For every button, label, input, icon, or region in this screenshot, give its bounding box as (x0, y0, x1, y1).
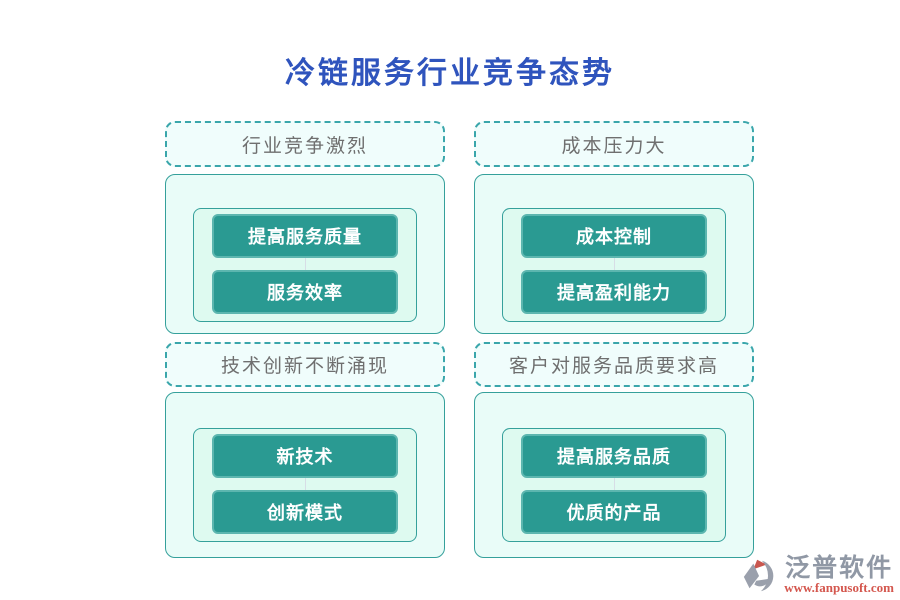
node-connector-line (304, 258, 306, 270)
quadrant-grid: 行业竞争激烈 提高服务质量 服务效率 技术创新不断涌现 新技术 创新模式 (165, 121, 754, 558)
node-group: 成本控制 提高盈利能力 (502, 208, 726, 322)
left-column: 行业竞争激烈 提高服务质量 服务效率 技术创新不断涌现 新技术 创新模式 (165, 121, 445, 558)
quadrant-header-cost-pressure: 成本压力大 (474, 121, 754, 167)
quadrant-header-label: 成本压力大 (561, 134, 667, 157)
fanpu-logo-icon (741, 556, 779, 594)
quadrant-header-tech-innovation: 技术创新不断涌现 (165, 342, 445, 387)
brand-watermark: 泛普软件 www.fanpusoft.com (741, 555, 894, 594)
watermark-brand-name: 泛普软件 (785, 553, 894, 582)
node-group: 提高服务品质 优质的产品 (502, 428, 726, 542)
diagram-node: 新技术 (212, 434, 398, 478)
quadrant-panel-industry-competition: 提高服务质量 服务效率 (165, 174, 445, 334)
quadrant-panel-cost-pressure: 成本控制 提高盈利能力 (474, 174, 754, 334)
right-column: 成本压力大 成本控制 提高盈利能力 客户对服务品质要求高 提高服务品质 优质的产… (474, 121, 754, 558)
node-connector-line (613, 478, 615, 490)
node-group: 提高服务质量 服务效率 (193, 208, 417, 322)
diagram-node: 提高盈利能力 (521, 270, 707, 314)
diagram-node: 服务效率 (212, 270, 398, 314)
diagram-node: 成本控制 (521, 214, 707, 258)
diagram-node: 提高服务品质 (521, 434, 707, 478)
quadrant-header-industry-competition: 行业竞争激烈 (165, 121, 445, 167)
quadrant-panel-tech-innovation: 新技术 创新模式 (165, 392, 445, 558)
node-connector-line (613, 258, 615, 270)
quadrant-header-label: 技术创新不断涌现 (220, 355, 389, 377)
quadrant-header-label: 客户对服务品质要求高 (508, 355, 719, 377)
quadrant-header-label: 行业竞争激烈 (241, 134, 368, 157)
quadrant-panel-customer-quality: 提高服务品质 优质的产品 (474, 392, 754, 558)
diagram-node: 优质的产品 (521, 490, 707, 534)
page-title: 冷链服务行业竞争态势 (285, 56, 615, 91)
node-connector-line (304, 478, 306, 490)
diagram-node: 创新模式 (212, 490, 398, 534)
quadrant-header-customer-quality: 客户对服务品质要求高 (474, 342, 754, 387)
watermark-url: www.fanpusoft.com (784, 580, 894, 595)
diagram-node: 提高服务质量 (212, 214, 398, 258)
node-group: 新技术 创新模式 (193, 428, 417, 542)
